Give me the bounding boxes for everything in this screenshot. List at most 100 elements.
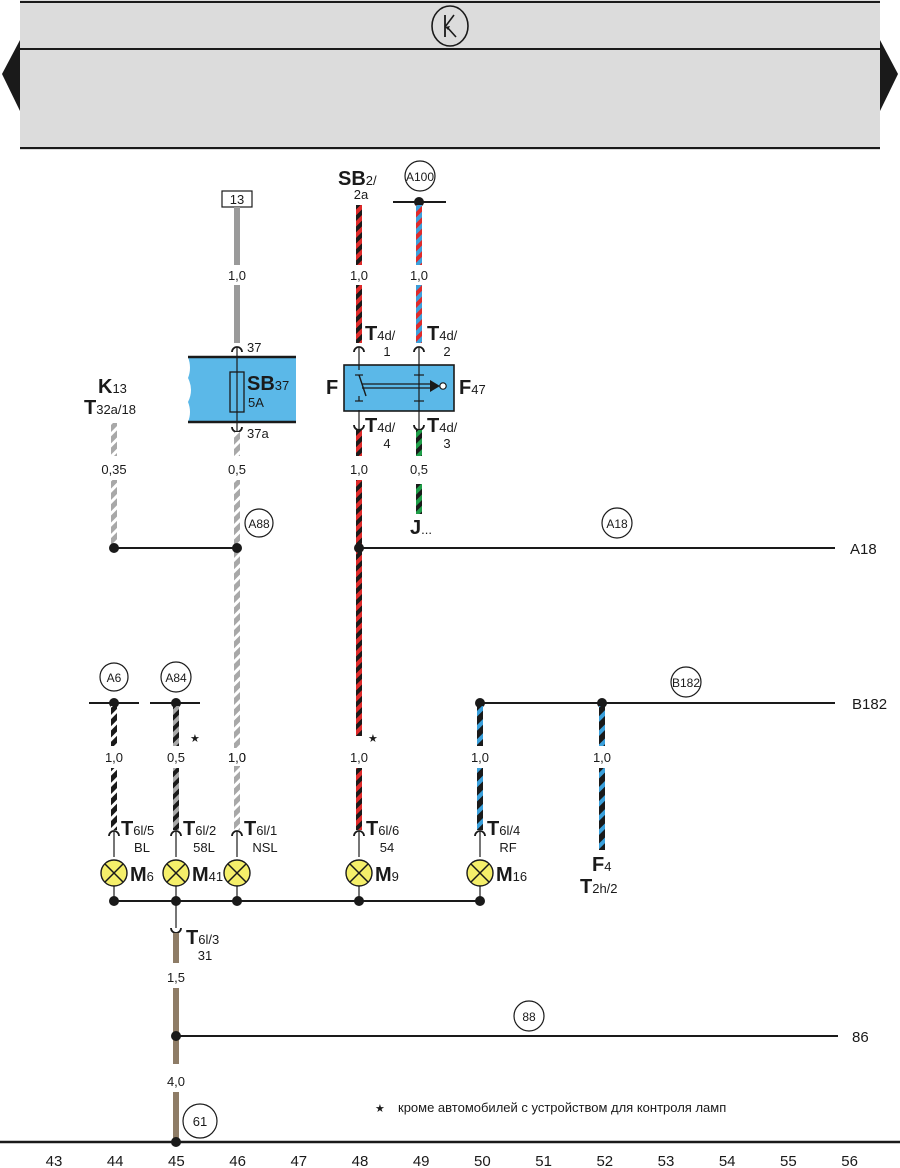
wire-size-f4: 1,0 [593, 750, 611, 765]
connector-icon [353, 424, 365, 431]
ruler-number: 50 [474, 1153, 491, 1168]
circle-a88-label: A88 [248, 517, 270, 531]
circle-a84 [160, 661, 192, 693]
circle-88 [513, 1000, 545, 1032]
circle-a100 [404, 160, 436, 192]
line-end-b182: B182 [852, 696, 887, 713]
ruler-number: 56 [841, 1153, 858, 1168]
connector-t6l3-pin: 31 [198, 948, 212, 963]
connector-t4d1-pin: 1 [383, 344, 390, 359]
pin-37a-connector-icon [231, 426, 243, 433]
wire-a100-blue-red [416, 205, 422, 265]
switch-f47 [343, 346, 455, 431]
wire-sb2-lower [356, 285, 362, 343]
wire-size-gnd2: 4,0 [167, 1074, 185, 1089]
circle-b182 [670, 666, 702, 698]
junction-dot [475, 698, 485, 708]
ruler-number: 49 [413, 1153, 430, 1168]
header-background [20, 0, 880, 150]
circle-a6-label: A6 [107, 671, 122, 685]
wire-13-grey-lower [234, 285, 240, 343]
ruler-number: 55 [780, 1153, 797, 1168]
ruler-number: 45 [168, 1153, 185, 1168]
connector-pin-label: NSL [252, 840, 277, 855]
junction-dot [109, 698, 119, 708]
wire-size-k13: 0,35 [101, 462, 126, 477]
terminal-13-label: 13 [230, 192, 244, 207]
wire-ground-brown-lower [173, 1092, 179, 1142]
junction-dot [354, 543, 364, 553]
wire-a100-lower [416, 285, 422, 343]
sb2-sub-label: 2a [354, 187, 369, 202]
lamp-m6-label: M6 [130, 864, 154, 886]
connector-t4d4-pin: 4 [383, 436, 390, 451]
junction-dot [109, 896, 119, 906]
ruler-number: 48 [352, 1153, 369, 1168]
wire-nsl-grey-white [234, 480, 240, 830]
wire-size-switch-out: 1,0 [350, 462, 368, 477]
wire-size-j: 0,5 [410, 462, 428, 477]
t32a-label: T32a/18 [84, 397, 136, 419]
switch-contact-icon [358, 374, 367, 397]
connector-t4d4: T4d/ [365, 415, 396, 437]
wire-m16 [477, 706, 483, 746]
connector-pin-label: 54 [380, 840, 394, 855]
circle-a100-label: A100 [406, 170, 434, 184]
circle-88-label: 88 [522, 1010, 536, 1024]
j-label: J... [410, 517, 432, 539]
footnote-marker: ★ [375, 1103, 385, 1115]
wire-sb2-red-black [356, 205, 362, 265]
connector-t4d1: T4d/ [365, 323, 396, 345]
circle-61-label: 61 [193, 1114, 207, 1129]
wire-size-a84: 0,5 [167, 750, 185, 765]
footnote-text: кроме автомобилей с устройством для конт… [398, 1100, 726, 1115]
ruler-number: 54 [719, 1153, 736, 1168]
line-end-a18: A18 [850, 541, 877, 558]
k-symbol-icon [444, 14, 457, 38]
fuse-pin-out: 37a [247, 426, 269, 441]
connector-t6l3: T6l/3 [186, 927, 219, 949]
left-arrow-icon[interactable] [2, 40, 20, 111]
wire-j-green [416, 430, 422, 456]
ruler-number: 51 [535, 1153, 552, 1168]
fuse-name: SB37 [247, 373, 289, 395]
wire-m9-lower [356, 768, 362, 830]
right-arrow-icon[interactable] [880, 40, 898, 111]
circle-a18-label: A18 [606, 517, 628, 531]
connector-pin-label: 58L [193, 840, 215, 855]
wire-k13 [111, 423, 117, 456]
circle-a18 [601, 507, 633, 539]
ruler-number: 52 [596, 1153, 613, 1168]
wire-a6-lower [111, 768, 117, 830]
wire-size-sb2: 1,0 [350, 268, 368, 283]
ruler-number: 53 [658, 1153, 675, 1168]
wire-k13-lower [111, 480, 117, 548]
junction-dot [475, 896, 485, 906]
wire-size-sb37-out: 0,5 [228, 462, 246, 477]
connector-icon [413, 424, 425, 431]
actuator-arrow-icon [430, 380, 440, 392]
wire-switch-out [356, 430, 362, 456]
wire-a84 [173, 706, 179, 746]
connector-t6l4: T6l/4 [487, 818, 520, 840]
wire-size-a100: 1,0 [410, 268, 428, 283]
wire-size-m9: 1,0 [350, 750, 368, 765]
wire-a84-lower [173, 768, 179, 830]
star-marker: ★ [368, 733, 378, 745]
connector-icon [353, 346, 365, 353]
connector-t6l5: T6l/5 [121, 818, 154, 840]
junction-dot [109, 543, 119, 553]
connector-icon [353, 830, 365, 837]
wire-a6 [111, 706, 117, 746]
connector-t4d2: T4d/ [427, 323, 458, 345]
connector-t6l2: T6l/2 [183, 818, 216, 840]
wire-j-lower [416, 484, 422, 514]
switch-label-left: F [326, 377, 338, 399]
wire-size-m16: 1,0 [471, 750, 489, 765]
line-end-86: 86 [852, 1029, 869, 1046]
star-marker: ★ [190, 733, 200, 745]
connector-icon [413, 346, 425, 353]
circle-a88 [244, 508, 274, 538]
header-band [2, 0, 898, 150]
